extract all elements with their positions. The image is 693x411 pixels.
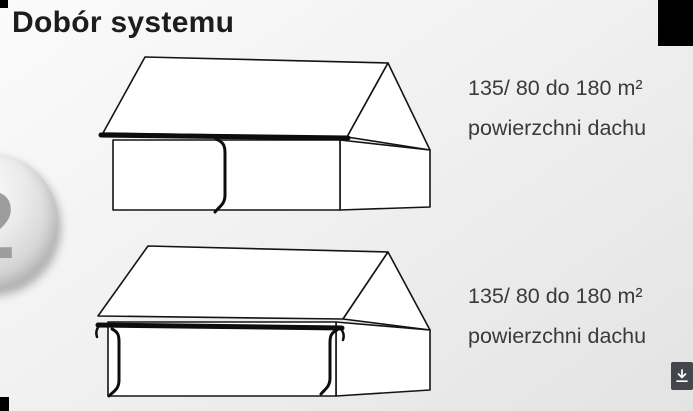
gutter-line: [95, 322, 345, 331]
scan-edge-top-right: [658, 0, 693, 46]
front-wall: [107, 321, 337, 397]
house-diagram-single-downpipe: [98, 56, 431, 214]
gable-triangle: [346, 62, 431, 151]
downpipe-right: [319, 328, 339, 396]
decorative-sphere-badge: 2: [0, 153, 58, 291]
gable-triangle: [342, 251, 431, 331]
side-wall: [339, 139, 431, 211]
roof-plane: [97, 245, 389, 320]
downpipe-left: [107, 327, 121, 398]
house-diagram-double-downpipe: [95, 245, 431, 398]
sphere-badge-glyph: 2: [0, 157, 58, 295]
gutter-end-hooks: [95, 324, 345, 342]
spec-2-line-2: powierzchni dachu: [468, 324, 647, 348]
scan-edge-top-left: [0, 0, 8, 8]
spec-1-line-1: 135/ 80 do 180 m²: [468, 76, 643, 100]
scan-edge-bottom-left: [0, 397, 9, 411]
downpipe: [213, 137, 227, 214]
side-wall: [335, 321, 431, 397]
roof-plane: [102, 56, 389, 138]
gutter-line: [98, 132, 351, 141]
page-title: Dobór systemu: [12, 6, 235, 39]
spec-text-2: 135/ 80 do 180 m² powierzchni dachu: [468, 276, 646, 356]
download-icon: [676, 369, 688, 383]
download-button[interactable]: [671, 362, 693, 390]
spec-text-1: 135/ 80 do 180 m² powierzchni dachu: [468, 68, 646, 148]
spec-1-line-2: powierzchni dachu: [468, 116, 647, 140]
spec-2-line-1: 135/ 80 do 180 m²: [468, 284, 643, 308]
